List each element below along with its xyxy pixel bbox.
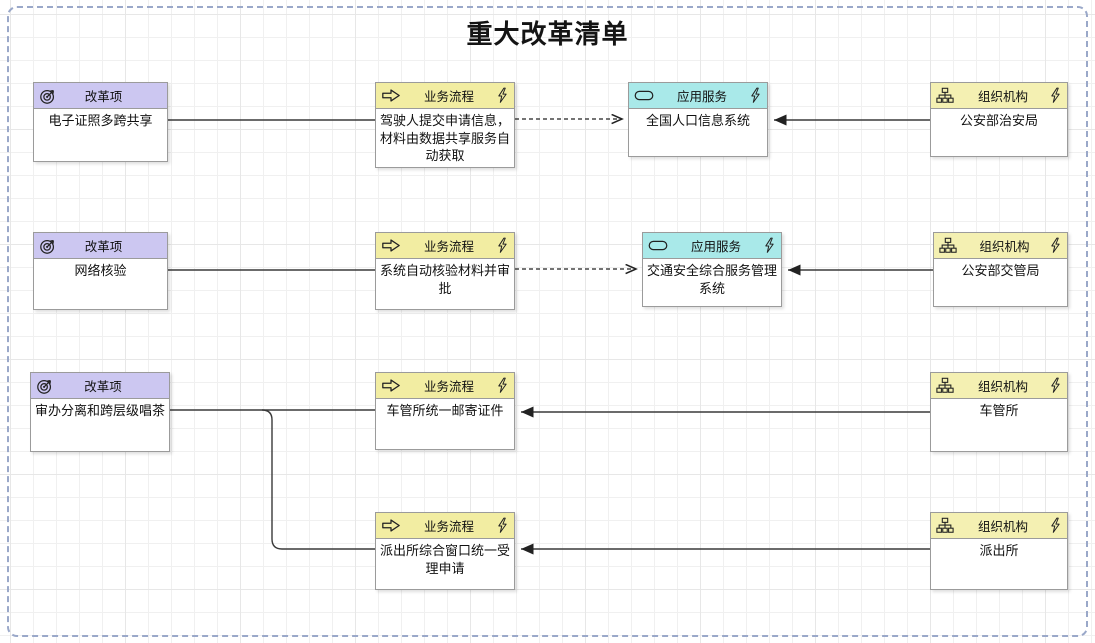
node-reform-item-2[interactable]: 改革项 网络核验 [33, 232, 168, 310]
node-type-label: 业务流程 [423, 90, 474, 104]
lightning-bolt-icon [497, 237, 509, 255]
node-title: 车管所统一邮寄证件 [386, 403, 504, 418]
node-title: 电子证照多跨共享 [48, 113, 153, 128]
lightning-bolt-icon [1050, 237, 1062, 255]
target-icon [39, 237, 59, 255]
node-header: 改革项 [31, 373, 169, 399]
node-business-process-3[interactable]: 业务流程 车管所统一邮寄证件 [375, 372, 515, 450]
node-title: 交通安全综合服务管理系统 [647, 263, 778, 296]
node-header: 改革项 [34, 233, 167, 259]
node-title: 派出所综合窗口统一受理申请 [380, 543, 511, 576]
node-application-service-2[interactable]: 应用服务 交通安全综合服务管理系统 [642, 232, 782, 307]
lightning-bolt-icon [497, 87, 509, 105]
lightning-bolt-icon [1050, 87, 1062, 105]
org-chart-icon [936, 87, 956, 105]
node-type-label: 业务流程 [423, 520, 474, 534]
node-type-label: 组织机构 [977, 380, 1028, 394]
node-organization-4[interactable]: 组织机构 派出所 [930, 512, 1068, 590]
node-business-process-2[interactable]: 业务流程 系统自动核验材料并审批 [375, 232, 515, 310]
node-header: 业务流程 [376, 233, 514, 259]
stadium-icon [648, 237, 668, 255]
node-title: 公安部治安局 [959, 113, 1038, 128]
arrow-right-icon [381, 87, 401, 105]
node-organization-1[interactable]: 组织机构 公安部治安局 [930, 82, 1068, 157]
node-type-label: 应用服务 [690, 240, 741, 254]
arrow-right-icon [381, 377, 401, 395]
node-type-label: 改革项 [84, 380, 122, 394]
node-header: 应用服务 [643, 233, 781, 259]
node-title: 派出所 [979, 543, 1019, 558]
node-type-label: 组织机构 [977, 90, 1028, 104]
node-title: 驾驶人提交申请信息，材料由数据共享服务自动获取 [380, 113, 511, 164]
org-chart-icon [936, 517, 956, 535]
node-business-process-4[interactable]: 业务流程 派出所综合窗口统一受理申请 [375, 512, 515, 590]
node-organization-3[interactable]: 组织机构 车管所 [930, 372, 1068, 452]
node-type-label: 组织机构 [979, 240, 1030, 254]
stadium-icon [634, 87, 654, 105]
node-type-label: 应用服务 [676, 90, 727, 104]
lightning-bolt-icon [750, 87, 762, 105]
node-type-label: 改革项 [84, 90, 123, 104]
connector-reform3-process4[interactable] [261, 409, 375, 550]
node-organization-2[interactable]: 组织机构 公安部交管局 [933, 232, 1068, 307]
target-icon [36, 377, 56, 395]
node-title: 系统自动核验材料并审批 [380, 263, 511, 296]
node-title: 公安部交管局 [961, 263, 1040, 278]
node-header: 业务流程 [376, 83, 514, 109]
node-business-process-1[interactable]: 业务流程 驾驶人提交申请信息，材料由数据共享服务自动获取 [375, 82, 515, 168]
lightning-bolt-icon [764, 237, 776, 255]
org-chart-icon [939, 237, 959, 255]
node-reform-item-3[interactable]: 改革项 审办分离和跨层级唱茶 [30, 372, 170, 452]
node-header: 应用服务 [629, 83, 767, 109]
node-header: 业务流程 [376, 373, 514, 399]
node-header: 改革项 [34, 83, 167, 109]
org-chart-icon [936, 377, 956, 395]
arrow-right-icon [381, 237, 401, 255]
lightning-bolt-icon [497, 517, 509, 535]
arrow-right-icon [381, 517, 401, 535]
node-title: 审办分离和跨层级唱茶 [35, 403, 166, 418]
diagram-title: 重大改革清单 [466, 19, 629, 49]
target-icon [39, 87, 59, 105]
node-application-service-1[interactable]: 应用服务 全国人口信息系统 [628, 82, 768, 157]
lightning-bolt-icon [497, 377, 509, 395]
node-type-label: 组织机构 [977, 520, 1028, 534]
node-header: 组织机构 [934, 233, 1067, 259]
node-title: 车管所 [979, 403, 1019, 418]
node-type-label: 业务流程 [423, 380, 474, 394]
node-header: 组织机构 [931, 373, 1067, 399]
node-header: 组织机构 [931, 83, 1067, 109]
node-title: 网络核验 [74, 263, 127, 278]
node-reform-item-1[interactable]: 改革项 电子证照多跨共享 [33, 82, 168, 162]
node-header: 组织机构 [931, 513, 1067, 539]
node-type-label: 业务流程 [423, 240, 474, 254]
node-title: 全国人口信息系统 [645, 113, 750, 128]
node-header: 业务流程 [376, 513, 514, 539]
lightning-bolt-icon [1050, 377, 1062, 395]
lightning-bolt-icon [1050, 517, 1062, 535]
node-type-label: 改革项 [84, 240, 123, 254]
